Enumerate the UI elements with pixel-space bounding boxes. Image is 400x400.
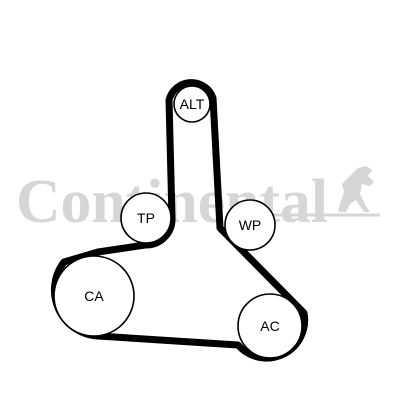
pulley-alt: ALT bbox=[173, 85, 211, 123]
pulley-ac: AC bbox=[237, 293, 303, 359]
pulley-alt-label: ALT bbox=[180, 96, 205, 112]
pulley-ac-label: AC bbox=[260, 318, 279, 334]
pulley-tp: TP bbox=[120, 192, 172, 244]
pulley-tp-label: TP bbox=[137, 210, 155, 226]
pulley-wp: WP bbox=[224, 199, 276, 251]
continental-watermark: Continental bbox=[16, 166, 380, 236]
pulley-ca-label: CA bbox=[84, 288, 104, 304]
serpentine-belt bbox=[51, 79, 309, 362]
pulley-wp-label: WP bbox=[239, 217, 262, 233]
pulley-ca: CA bbox=[53, 255, 135, 337]
horse-icon bbox=[338, 166, 374, 212]
